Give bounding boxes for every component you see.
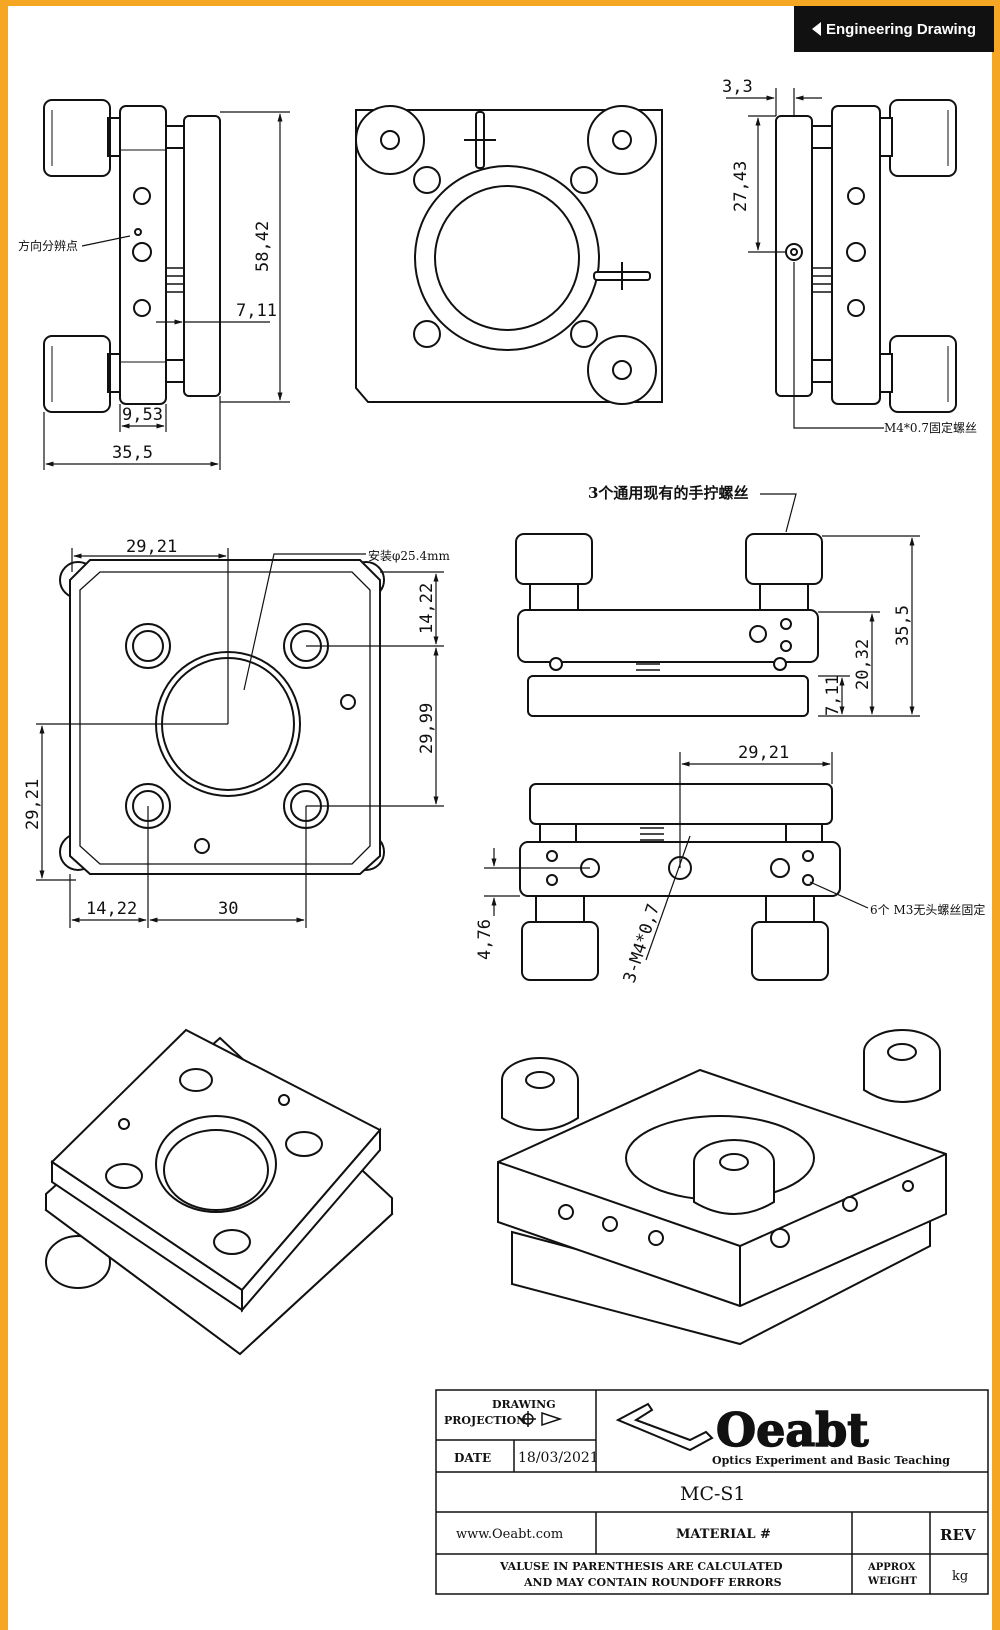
back-view	[59, 559, 385, 875]
projection-label: PROJECTION	[444, 1414, 526, 1427]
iso-view-back	[44, 1028, 394, 1356]
rev-label: REV	[940, 1526, 976, 1544]
title-block	[435, 1389, 989, 1595]
dim-29-21-a: 29,21	[126, 537, 177, 557]
dim-30: 30	[218, 899, 238, 919]
side-view-left-dims	[43, 111, 290, 470]
badge-label: Engineering Drawing	[825, 20, 976, 38]
bottom-view-dims	[484, 752, 869, 961]
note-mount-dia: 安装φ25.4mm	[368, 548, 451, 563]
disclaimer-line2: AND MAY CONTAIN ROUNDOFF ERRORS	[523, 1576, 782, 1589]
website: www.Oeabt.com	[456, 1527, 563, 1542]
note-m3-set-screws: 6个 M3无头螺丝固定	[870, 902, 985, 917]
dim-20-32: 20,32	[853, 639, 873, 690]
date-label: DATE	[454, 1451, 491, 1465]
dim-29-99: 29,99	[417, 703, 437, 754]
approx-label: APPROX	[867, 1562, 916, 1573]
date-value: 18/03/2021	[518, 1450, 599, 1466]
note-hand-screws: 3个通用现有的手拧螺丝	[588, 484, 748, 502]
logo-tagline: Optics Experiment and Basic Teaching	[712, 1454, 950, 1467]
side-view-right-dims	[726, 88, 884, 429]
weight-unit: kg	[952, 1569, 968, 1584]
weight-label: WEIGHT	[867, 1576, 918, 1587]
drawing-label: DRAWING	[492, 1398, 556, 1411]
top-view-dims	[760, 493, 920, 717]
iso-view-front	[497, 1029, 947, 1346]
dim-29-21-v: 29,21	[23, 779, 43, 830]
dim-14-22-v: 14,22	[417, 583, 437, 634]
dim-14-22-h: 14,22	[86, 899, 137, 919]
dim-35-5-right: 35,5	[893, 605, 913, 646]
engineering-drawing-badge[interactable]: Engineering Drawing	[794, 6, 994, 52]
dim-3-m4: 3-M4*0,7	[620, 901, 664, 985]
dim-35-5-top: 35,5	[112, 443, 153, 463]
back-view-dims	[36, 548, 444, 928]
logo-text: Oeabt	[716, 1403, 869, 1457]
dim-58-42: 58,42	[253, 221, 273, 272]
note-m4-fixing: M4*0.7固定螺丝	[884, 420, 977, 435]
back-arrow-icon	[811, 22, 821, 36]
dim-3-3: 3,3	[722, 77, 753, 97]
part-number: MC-S1	[680, 1483, 746, 1505]
top-view	[515, 533, 823, 717]
front-view	[355, 105, 663, 405]
note-direction-point: 方向分辨点	[18, 238, 78, 253]
dim-29-21-b: 29,21	[738, 743, 789, 763]
side-view-right	[775, 99, 957, 413]
side-view-left	[43, 99, 221, 413]
dim-9-53: 9,53	[122, 405, 163, 425]
dim-4-76: 4,76	[475, 919, 495, 960]
material-label: MATERIAL #	[676, 1527, 771, 1542]
dim-27-43: 27,43	[731, 161, 751, 212]
dim-7-11-right: 7,11	[823, 675, 843, 716]
disclaimer-line1: VALUSE IN PARENTHESIS ARE CALCULATED	[499, 1560, 783, 1573]
dim-7-11-top: 7,11	[236, 301, 277, 321]
